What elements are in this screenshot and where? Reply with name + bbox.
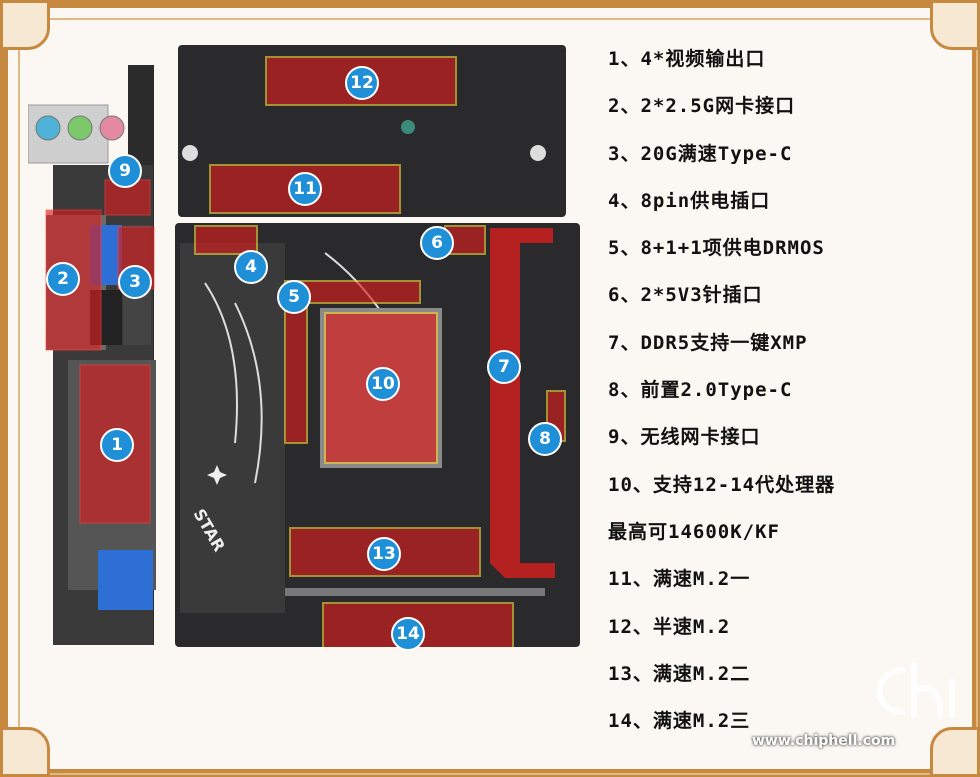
board-front-view: STAR xyxy=(175,223,580,647)
marker-13: 13 xyxy=(367,537,401,571)
watermark: www.chiphell.com xyxy=(752,660,972,760)
marker-4: 4 xyxy=(234,250,268,284)
frame-corner-bottom-right xyxy=(930,727,980,777)
marker-14: 14 xyxy=(391,617,425,651)
feature-item: 11、满速M.2一 xyxy=(608,568,751,591)
feature-list: 1、4*视频输出口 2、2*2.5G网卡接口 3、20G满速Type-C 4、8… xyxy=(608,44,948,753)
marker-9: 9 xyxy=(108,154,142,188)
chiphell-logo-icon xyxy=(876,662,955,718)
feature-item: 10、支持12-14代处理器 xyxy=(608,473,836,496)
feature-item: 14、满速M.2三 xyxy=(608,710,751,733)
feature-item: 2、2*2.5G网卡接口 xyxy=(608,95,796,118)
feature-item: 12、半速M.2 xyxy=(608,615,731,638)
feature-item: 6、2*5V3针插口 xyxy=(608,284,763,307)
frame-inner-border xyxy=(18,18,978,775)
marker-3: 3 xyxy=(118,265,152,299)
frame-corner-bottom-left xyxy=(0,727,50,777)
frame-corner-top-left xyxy=(0,0,50,50)
frame-corner-top-right xyxy=(930,0,980,50)
marker-10: 10 xyxy=(366,367,400,401)
rear-io-panel xyxy=(28,65,156,645)
marker-7: 7 xyxy=(487,350,521,384)
feature-item: 9、无线网卡接口 xyxy=(608,426,761,449)
feature-item: 7、DDR5支持一键XMP xyxy=(608,331,808,354)
feature-item: 1、4*视频输出口 xyxy=(608,48,766,70)
feature-item: 8、前置2.0Type-C xyxy=(608,379,793,402)
marker-11: 11 xyxy=(288,172,322,206)
marker-12: 12 xyxy=(345,66,379,100)
marker-8: 8 xyxy=(528,422,562,456)
marker-2: 2 xyxy=(46,262,80,296)
marker-6: 6 xyxy=(420,226,454,260)
marker-1: 1 xyxy=(100,428,134,462)
watermark-url: www.chiphell.com xyxy=(752,733,896,749)
feature-item: 最高可14600K/KF xyxy=(608,520,780,543)
feature-item: 4、8pin供电插口 xyxy=(608,189,771,212)
feature-item: 13、满速M.2二 xyxy=(608,662,751,685)
marker-5: 5 xyxy=(277,280,311,314)
feature-item: 3、20G满速Type-C xyxy=(608,142,793,165)
feature-item: 5、8+1+1项供电DRMOS xyxy=(608,237,825,260)
